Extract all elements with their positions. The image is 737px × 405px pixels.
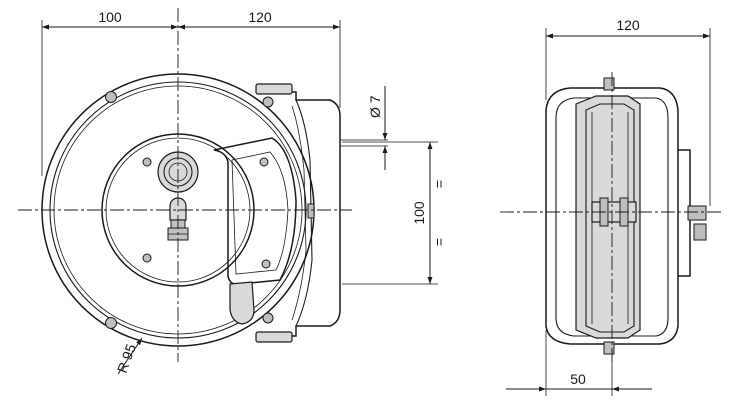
side-view: 120 50 bbox=[500, 17, 722, 396]
equal-mark-lower: = bbox=[431, 238, 447, 246]
dim-radius: R 95 bbox=[114, 342, 139, 375]
hose-outlet bbox=[229, 281, 255, 325]
side-bracket-bolt bbox=[687, 205, 707, 221]
rim-screw-right-bottom bbox=[262, 312, 274, 324]
cover-screws bbox=[142, 157, 271, 269]
dim-left-width: 100 bbox=[98, 9, 122, 25]
side-top-tab bbox=[603, 77, 615, 91]
dim-total-depth: 120 bbox=[616, 17, 640, 33]
side-bottom-tab bbox=[603, 341, 615, 355]
bracket-top-tab bbox=[255, 83, 293, 95]
dim-right-width: 120 bbox=[248, 9, 272, 25]
dim-base-depth: 50 bbox=[570, 371, 586, 387]
rim-screw-bottom bbox=[105, 317, 117, 329]
dim-outlet-height: 100 bbox=[411, 201, 427, 225]
front-view: 100 120 Ø 7 100 = = R 95 bbox=[18, 8, 447, 375]
mounting-bracket bbox=[256, 91, 341, 337]
equal-mark-upper: = bbox=[431, 180, 447, 188]
guide-arm bbox=[213, 137, 297, 286]
rim-screw-top bbox=[105, 91, 117, 103]
rim-screw-right-top bbox=[262, 96, 274, 108]
dim-hole-diameter: Ø 7 bbox=[367, 95, 383, 118]
bracket-bottom-tab bbox=[255, 331, 293, 343]
side-body-outline bbox=[545, 87, 679, 345]
